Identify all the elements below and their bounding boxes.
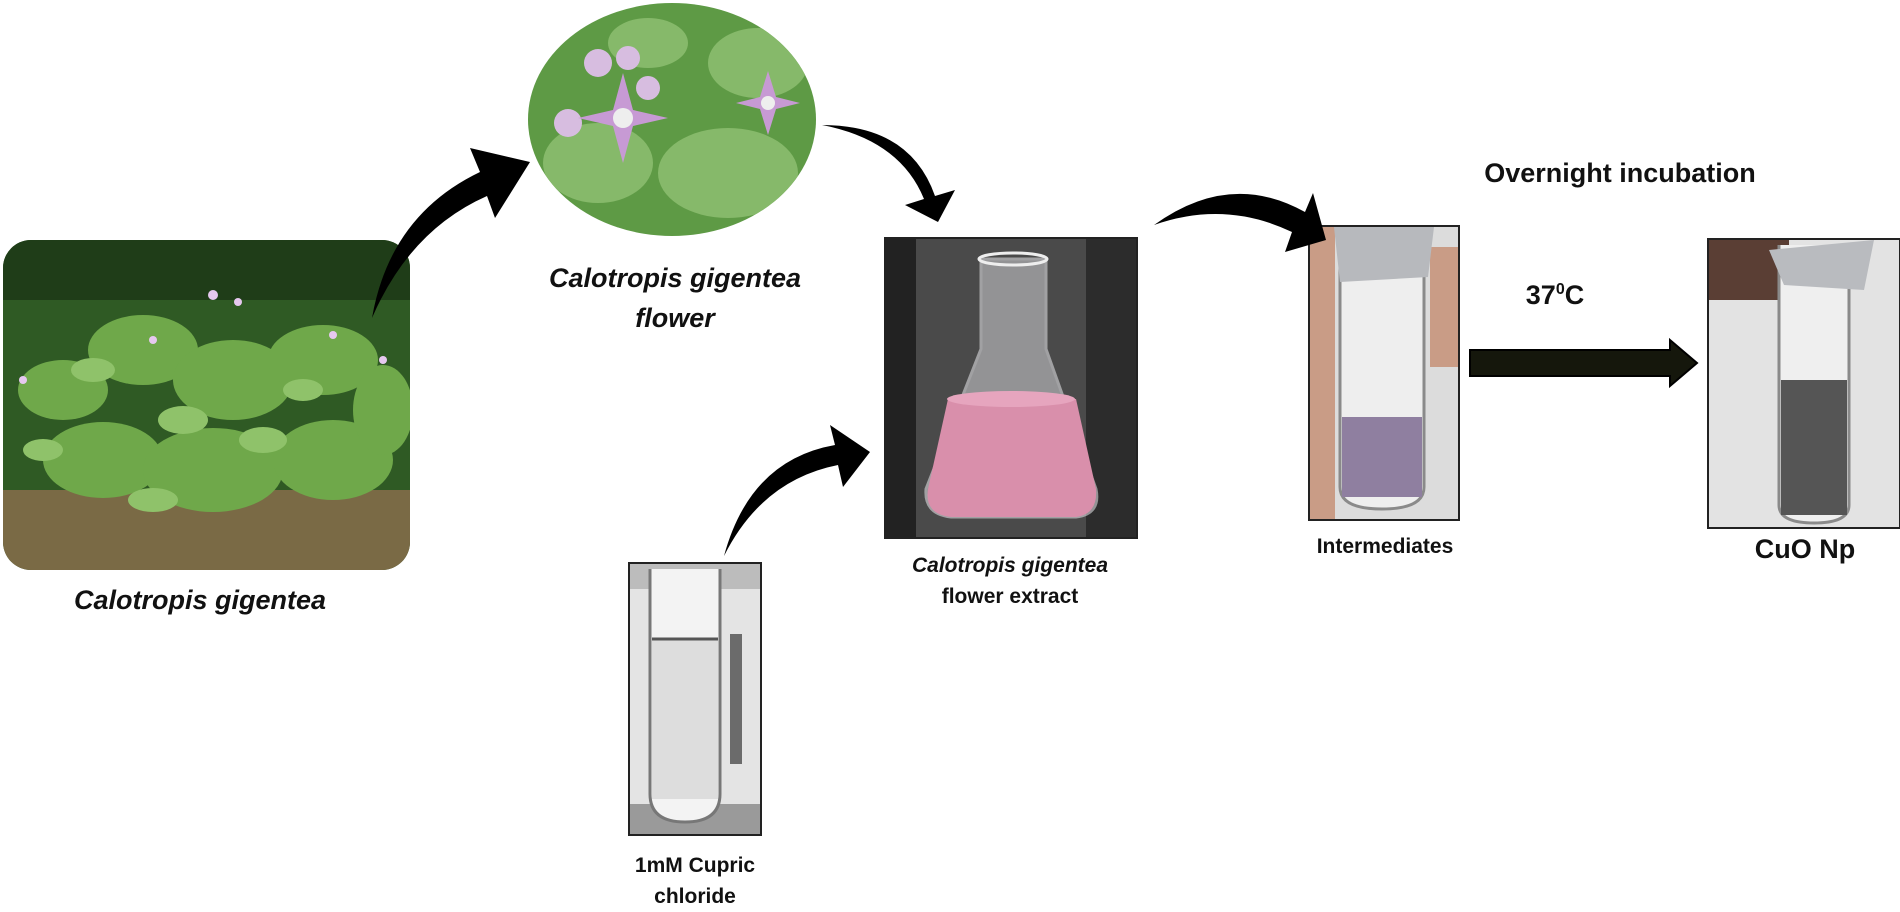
temperature-degree: 0 xyxy=(1556,281,1565,298)
curved-arrow-icon xyxy=(724,425,870,556)
cupric-label-line1: 1mM Cupric xyxy=(600,850,790,881)
temperature-value: 37 xyxy=(1526,280,1556,310)
extract-label: Calotropis gigentea flower extract xyxy=(880,550,1140,612)
intermediates-label: Intermediates xyxy=(1290,535,1480,559)
flower-label: Calotropis gigentea flower xyxy=(520,258,830,338)
cupric-label: 1mM Cupric chloride xyxy=(600,850,790,912)
extract-label-line2: flower extract xyxy=(880,581,1140,612)
curved-arrow-icon xyxy=(822,125,955,222)
curved-arrow-icon xyxy=(1154,193,1326,252)
incubation-label: Overnight incubation xyxy=(1460,158,1780,189)
temperature-unit: C xyxy=(1565,280,1585,310)
cupric-label-line2: chloride xyxy=(600,881,790,912)
flower-label-line1: Calotropis gigentea xyxy=(520,258,830,298)
flower-label-line2: flower xyxy=(520,298,830,338)
straight-arrow-icon xyxy=(1470,340,1697,386)
product-label: CuO Np xyxy=(1710,534,1900,565)
extract-label-line1: Calotropis gigentea xyxy=(880,550,1140,581)
temperature-label: 370C xyxy=(1500,280,1610,311)
plant-label: Calotropis gigentea xyxy=(40,585,360,616)
curved-arrow-icon xyxy=(372,148,530,318)
